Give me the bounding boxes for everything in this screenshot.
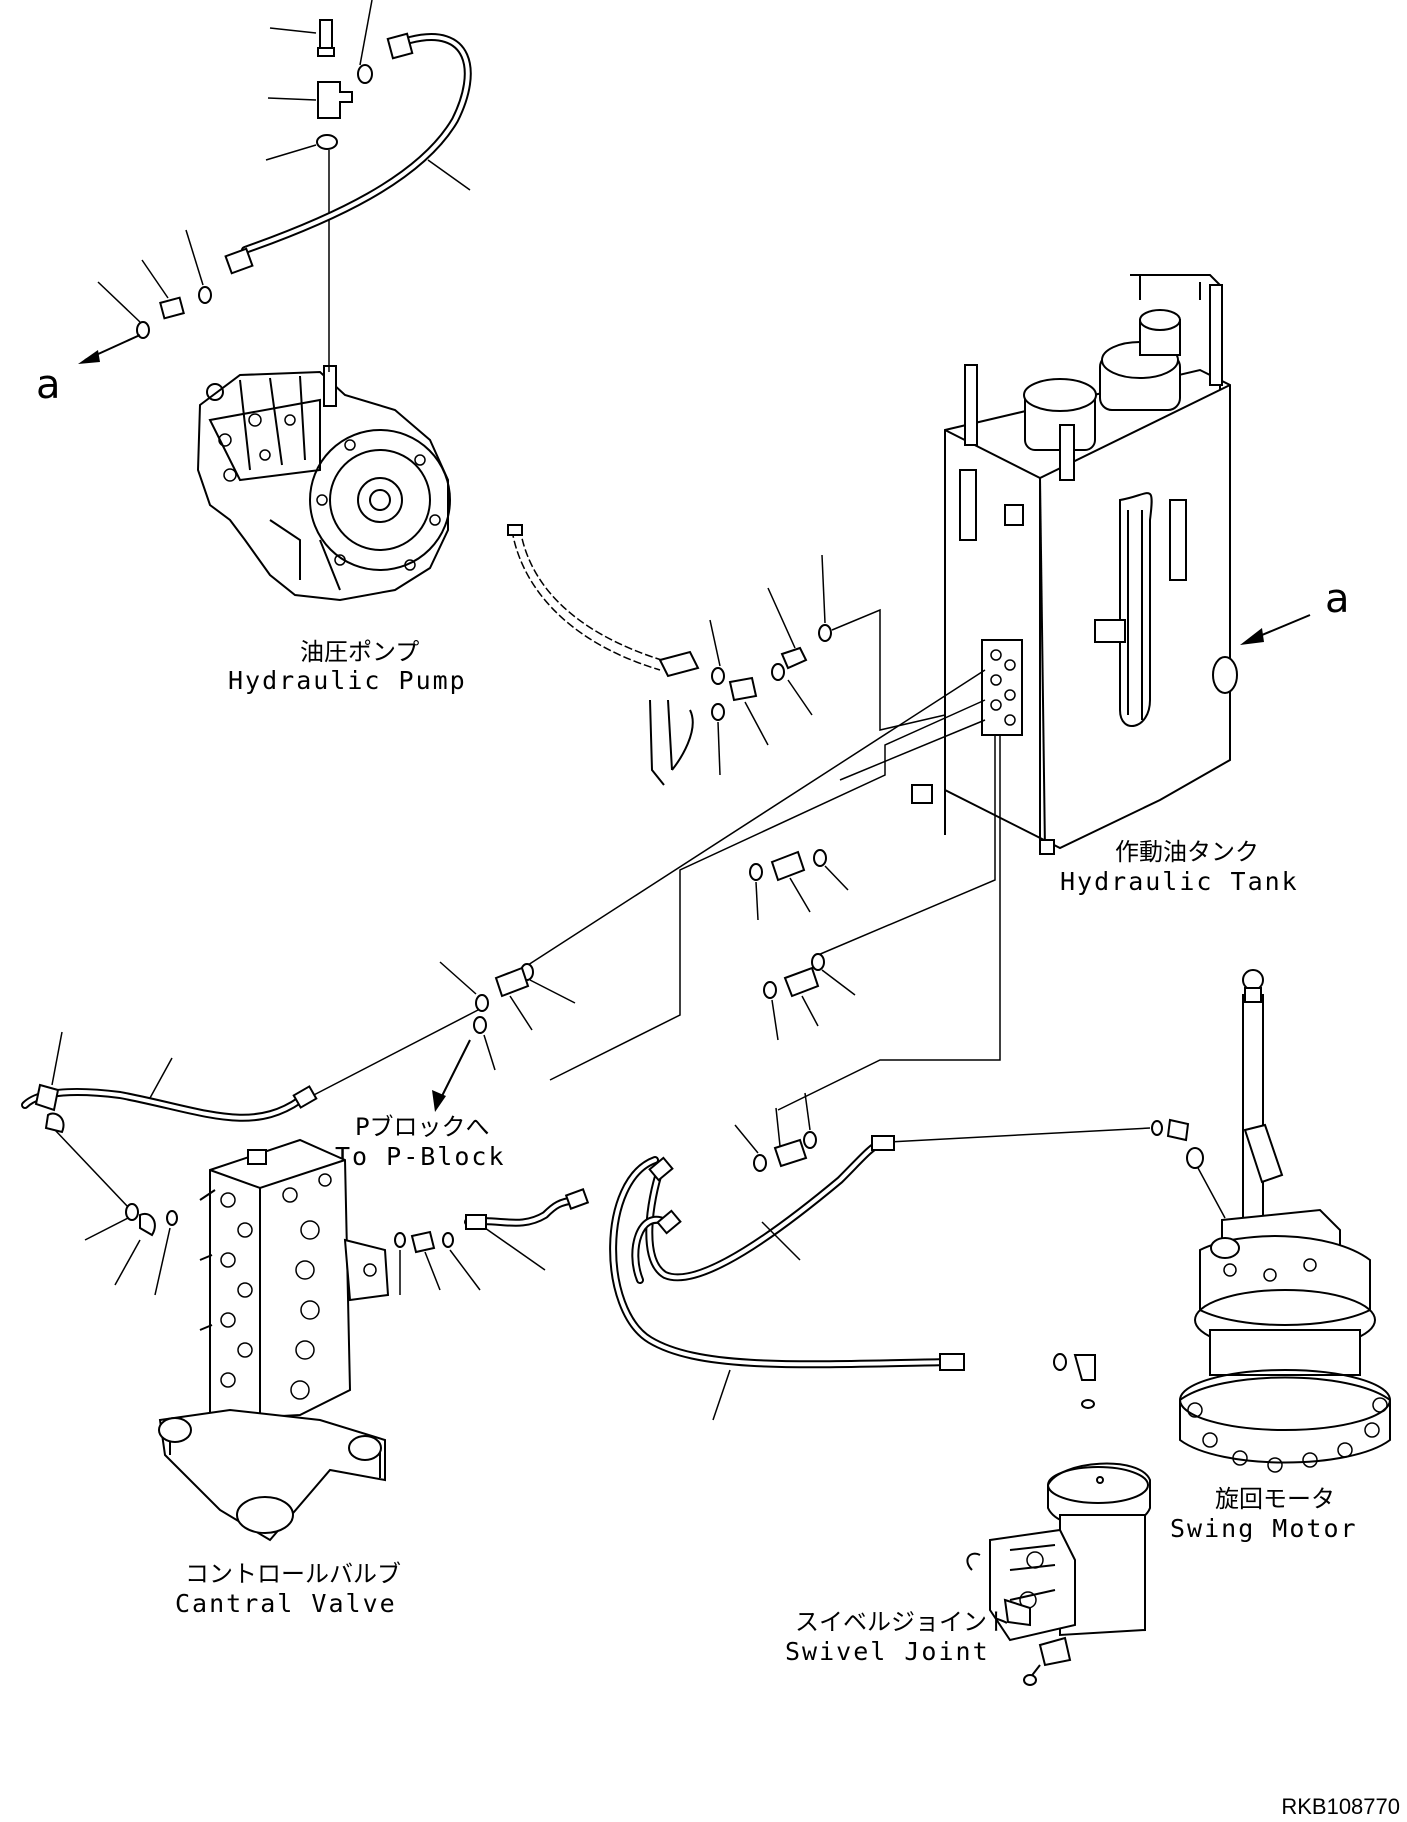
pump-suction-hose bbox=[224, 32, 472, 275]
control-valve-label-en: Cantral Valve bbox=[175, 1589, 397, 1618]
control-valve-label: コントロールバルブ Cantral Valve bbox=[175, 1560, 401, 1618]
swing-motor-hose-fittings bbox=[734, 1092, 817, 1172]
hydraulic-tank-label: 作動油タンク Hydraulic Tank bbox=[1060, 838, 1299, 896]
hydraulic-tank-drawing bbox=[911, 274, 1238, 855]
p-block-callout: Pブロックへ To P-Block bbox=[335, 1039, 506, 1171]
valve-short-hose bbox=[464, 1188, 590, 1271]
hydraulic-tank-label-jp: 作動油タンク bbox=[1115, 838, 1259, 866]
hydraulic-tank-label-en: Hydraulic Tank bbox=[1060, 867, 1299, 896]
pump-lower-left-fittings bbox=[97, 229, 212, 339]
document-id: RKB108770 bbox=[1281, 1794, 1400, 1819]
left-pressure-hose bbox=[21, 1009, 479, 1208]
reference-arrow-left: a bbox=[36, 334, 141, 408]
swing-motor-label-jp: 旋回モータ bbox=[1215, 1485, 1335, 1513]
pump-upper-fittings bbox=[265, 0, 373, 372]
swivel-joint-label: スイベルジョイント Swivel Joint bbox=[785, 1608, 1011, 1666]
swing-motor-label-en: Swing Motor bbox=[1170, 1514, 1358, 1543]
swivel-joint-drawing bbox=[966, 1462, 1151, 1686]
control-valve-label-jp: コントロールバルブ bbox=[185, 1560, 401, 1588]
swing-motor-drawing bbox=[1179, 969, 1391, 1473]
tank-return-lines bbox=[527, 669, 1001, 1111]
reference-mark-a-left: a bbox=[36, 362, 61, 408]
swing-motor-fittings bbox=[1151, 1118, 1226, 1219]
control-valve-fittings bbox=[84, 1203, 481, 1296]
drain-hose-assembly bbox=[507, 524, 946, 786]
tank-line-fittings bbox=[439, 849, 856, 1071]
hydraulic-pump-drawing bbox=[196, 365, 451, 602]
swivel-joint-label-en: Swivel Joint bbox=[785, 1637, 990, 1666]
p-block-label-en: To P-Block bbox=[335, 1142, 506, 1171]
p-block-label-jp: Pブロックへ bbox=[355, 1113, 489, 1141]
control-valve-drawing bbox=[158, 1138, 390, 1542]
swivel-joint-label-jp: スイベルジョイント bbox=[795, 1608, 1011, 1636]
hydraulic-pump-label-en: Hydraulic Pump bbox=[228, 666, 467, 695]
hydraulic-pump-label-jp: 油圧ポンプ bbox=[300, 638, 419, 666]
swivel-joint-hose bbox=[609, 1156, 1096, 1421]
reference-mark-a-right: a bbox=[1325, 576, 1350, 622]
swing-motor-hoses bbox=[631, 1127, 1151, 1284]
reference-arrow-right: a bbox=[1240, 576, 1350, 645]
hydraulic-pump-label: 油圧ポンプ Hydraulic Pump bbox=[228, 638, 467, 695]
swing-motor-label: 旋回モータ Swing Motor bbox=[1170, 1485, 1358, 1543]
